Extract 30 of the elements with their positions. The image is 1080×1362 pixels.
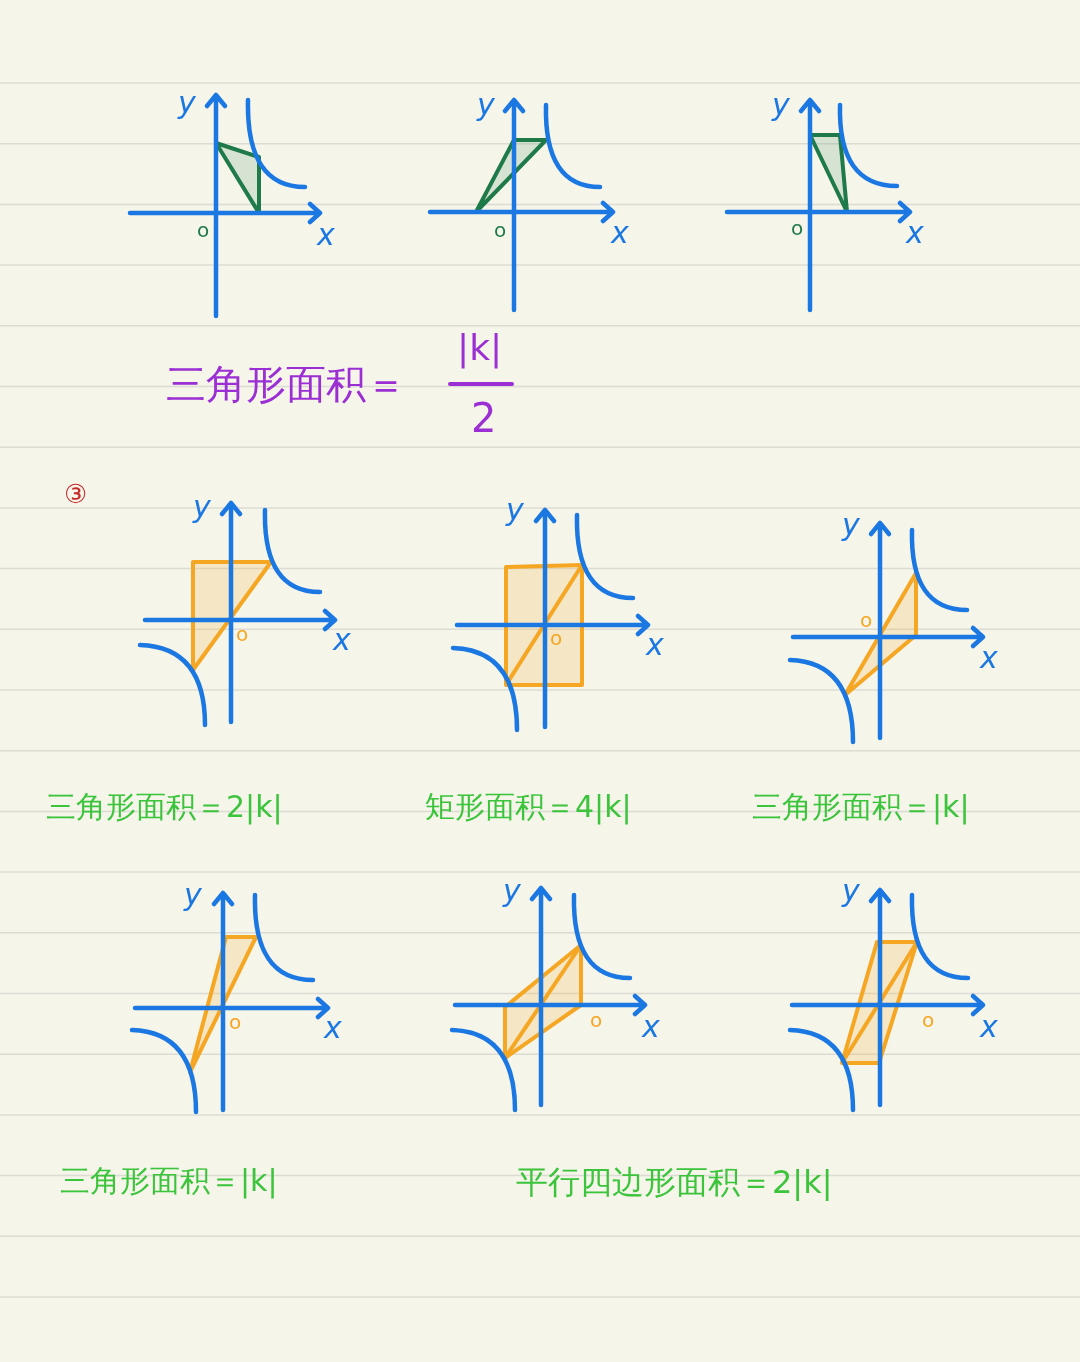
axis-label: y: [503, 876, 521, 906]
axis-label: x: [611, 218, 629, 248]
axis-label: y: [477, 90, 495, 120]
axis-label: y: [184, 880, 202, 910]
formula-text: 三角形面积＝: [166, 364, 406, 404]
origin-label: o: [860, 610, 873, 630]
axis-label: x: [980, 1012, 998, 1042]
axis-label: y: [842, 510, 860, 540]
axis-label: y: [772, 90, 790, 120]
axis-label: x: [906, 218, 924, 248]
axis-label: x: [324, 1013, 342, 1043]
axis-label: y: [178, 88, 196, 118]
axis-label: y: [193, 492, 211, 522]
axis-label: y: [842, 876, 860, 906]
origin-label: o: [197, 220, 210, 240]
axis-label: x: [642, 1012, 660, 1042]
origin-label: o: [791, 218, 804, 238]
origin-label: o: [590, 1010, 603, 1030]
section-number: ③: [64, 481, 88, 507]
axis-label: y: [506, 495, 524, 525]
origin-label: o: [494, 220, 507, 240]
axis-label: x: [646, 630, 664, 660]
axis-label: x: [980, 643, 998, 673]
origin-label: o: [236, 624, 249, 644]
fraction-denominator: 2: [471, 398, 497, 438]
origin-label: o: [922, 1010, 935, 1030]
axis-label: x: [317, 220, 335, 250]
axis-label: x: [333, 625, 351, 655]
origin-label: o: [229, 1012, 242, 1032]
origin-label: o: [550, 628, 563, 648]
